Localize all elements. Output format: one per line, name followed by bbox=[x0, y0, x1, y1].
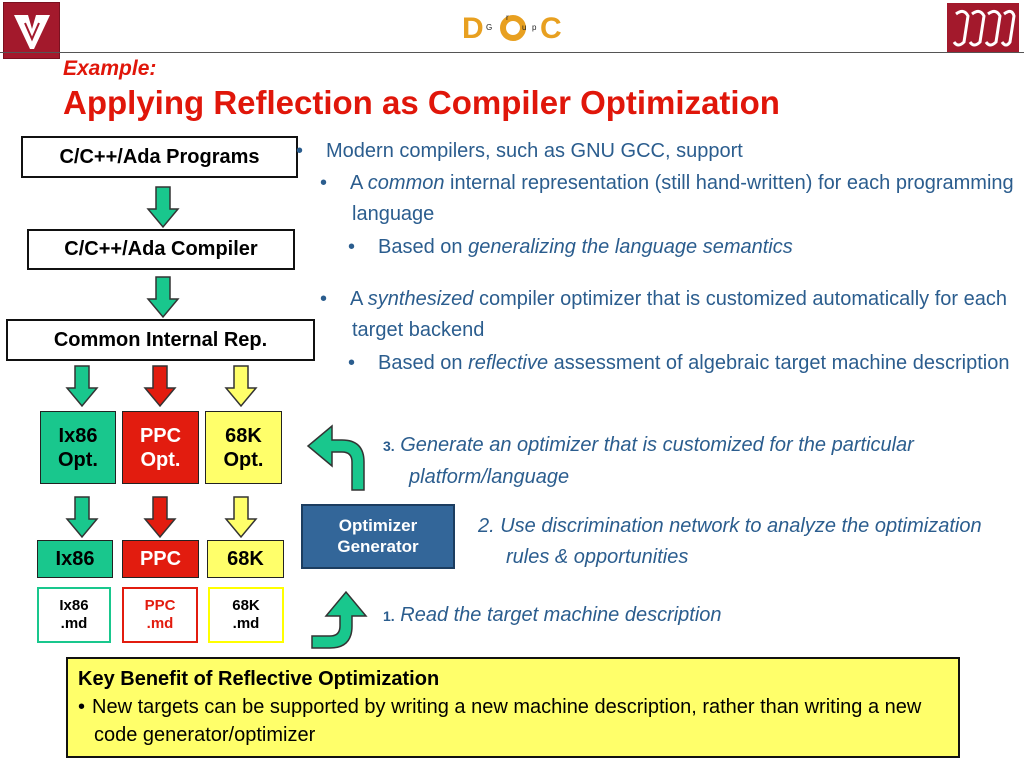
ppc-opt-line1: PPC bbox=[139, 424, 182, 447]
bullet-text-post: compiler optimizer that is customized au… bbox=[352, 288, 1007, 341]
arrow-down-icon bbox=[66, 496, 98, 538]
step-1-text: Read the target machine description bbox=[400, 604, 722, 626]
header-divider bbox=[0, 52, 1024, 53]
isis-logo-icon bbox=[952, 9, 1016, 47]
bullet-generalizing: • Based on generalizing the language sema… bbox=[348, 232, 1020, 263]
arrow-down-icon bbox=[66, 365, 98, 407]
bullet-text-pre: Based on bbox=[378, 352, 469, 374]
programs-box: C/C++/Ada Programs bbox=[21, 136, 298, 178]
bullet-synthesized: • A synthesized compiler optimizer that i… bbox=[320, 284, 1022, 346]
ix86-opt-line2: Opt. bbox=[58, 448, 98, 471]
doc-letter-o bbox=[500, 15, 526, 41]
ppc-md-line2: .md bbox=[146, 615, 174, 632]
step-2: 2. Use discrimination network to analyze… bbox=[478, 515, 982, 568]
68k-target-box: 68K bbox=[207, 540, 284, 578]
optimizer-generator-line1: Optimizer bbox=[338, 516, 418, 536]
ix86-opt-line1: Ix86 bbox=[58, 424, 98, 447]
ix86-md-line1: Ix86 bbox=[59, 597, 89, 614]
bullet-text-emphasis: common bbox=[367, 172, 445, 194]
step-3-number: 3. bbox=[383, 438, 395, 454]
bullet-text-emphasis: generalizing the language semantics bbox=[468, 236, 793, 258]
compiler-box: C/C++/Ada Compiler bbox=[27, 229, 295, 270]
ix86-opt-box: Ix86 Opt. bbox=[40, 411, 116, 484]
doc-letter-d: D bbox=[462, 12, 484, 44]
ppc-opt-box: PPC Opt. bbox=[122, 411, 199, 484]
68k-md-line2: .md bbox=[232, 615, 260, 632]
example-label: Example: bbox=[63, 57, 157, 80]
bullet-text-pre: Based on bbox=[378, 236, 469, 258]
bullet-dot-icon: • bbox=[296, 140, 304, 162]
bullet-dot-icon: • bbox=[348, 236, 356, 258]
ppc-target-box: PPC bbox=[122, 540, 199, 578]
curved-arrow-left-icon bbox=[306, 424, 365, 491]
svg-text:r: r bbox=[506, 13, 509, 22]
curved-arrow-up-icon bbox=[311, 590, 368, 649]
bullet-text-emphasis: synthesized bbox=[367, 288, 474, 310]
68k-opt-box: 68K Opt. bbox=[205, 411, 282, 484]
step-1: 1. Read the target machine description bbox=[383, 600, 983, 632]
bullet-dot-icon: • bbox=[320, 172, 328, 194]
key-benefit-body: New targets can be supported by writing … bbox=[92, 696, 922, 746]
bullet-common-ir: • A common internal representation (still… bbox=[320, 168, 1022, 230]
ix86-md-line2: .md bbox=[60, 615, 88, 632]
svg-text:u: u bbox=[522, 23, 526, 32]
doc-subtext: G bbox=[486, 23, 492, 32]
key-benefit-title: Key Benefit of Reflective Optimization bbox=[78, 668, 440, 690]
svg-text:p: p bbox=[532, 23, 537, 32]
bullet-text-post: assessment of algebraic target machine d… bbox=[548, 352, 1010, 374]
isis-logo bbox=[947, 3, 1019, 53]
bullet-reflective: • Based on reflective assessment of algeb… bbox=[348, 348, 1020, 379]
ppc-opt-line2: Opt. bbox=[140, 448, 181, 471]
bullet-dot-icon: • bbox=[78, 696, 86, 718]
vanderbilt-logo bbox=[3, 2, 60, 59]
68k-opt-line2: Opt. bbox=[223, 448, 264, 471]
doc-group-logo: D C G r u p bbox=[460, 8, 570, 45]
bullet-text-pre: A bbox=[350, 288, 368, 310]
bullet-dot-icon: • bbox=[320, 288, 328, 310]
68k-md-line1: 68K bbox=[232, 597, 260, 614]
arrow-down-icon bbox=[147, 276, 179, 318]
common-rep-box: Common Internal Rep. bbox=[6, 319, 315, 361]
vanderbilt-v-icon bbox=[13, 14, 50, 49]
step-1-number: 1. bbox=[383, 608, 395, 624]
bullet-text-pre: A bbox=[350, 172, 368, 194]
step-3-text: Generate an optimizer that is customized… bbox=[400, 434, 914, 488]
arrow-down-icon bbox=[225, 496, 257, 538]
optimizer-generator-line2: Generator bbox=[337, 536, 419, 556]
step-3: 3. Generate an optimizer that is customi… bbox=[383, 430, 1009, 493]
bullet-text: Modern compilers, such as GNU GCC, suppo… bbox=[326, 140, 743, 162]
ix86-target-box: Ix86 bbox=[37, 540, 113, 578]
arrow-down-icon bbox=[144, 365, 176, 407]
bullet-dot-icon: • bbox=[348, 352, 356, 374]
ppc-md-box: PPC .md bbox=[122, 587, 198, 643]
slide-title: Applying Reflection as Compiler Optimiza… bbox=[63, 84, 780, 121]
arrow-down-icon bbox=[147, 186, 179, 228]
arrow-down-icon bbox=[144, 496, 176, 538]
bullet-modern-compilers: • Modern compilers, such as GNU GCC, supp… bbox=[296, 136, 1024, 167]
68k-md-box: 68K .md bbox=[208, 587, 284, 643]
arrow-down-icon bbox=[225, 365, 257, 407]
ix86-md-box: Ix86 .md bbox=[37, 587, 111, 643]
bullet-text-post: internal representation (still hand-writ… bbox=[352, 172, 1014, 225]
ppc-md-line1: PPC bbox=[144, 597, 176, 614]
bullet-text-emphasis: reflective bbox=[468, 352, 549, 374]
key-benefit-box: Key Benefit of Reflective Optimization •… bbox=[66, 657, 960, 758]
key-benefit-text: • New targets can be supported by writing… bbox=[78, 693, 948, 749]
doc-letter-c: C bbox=[540, 12, 562, 44]
optimizer-generator-box: Optimizer Generator bbox=[301, 504, 455, 569]
68k-opt-line1: 68K bbox=[225, 424, 262, 447]
